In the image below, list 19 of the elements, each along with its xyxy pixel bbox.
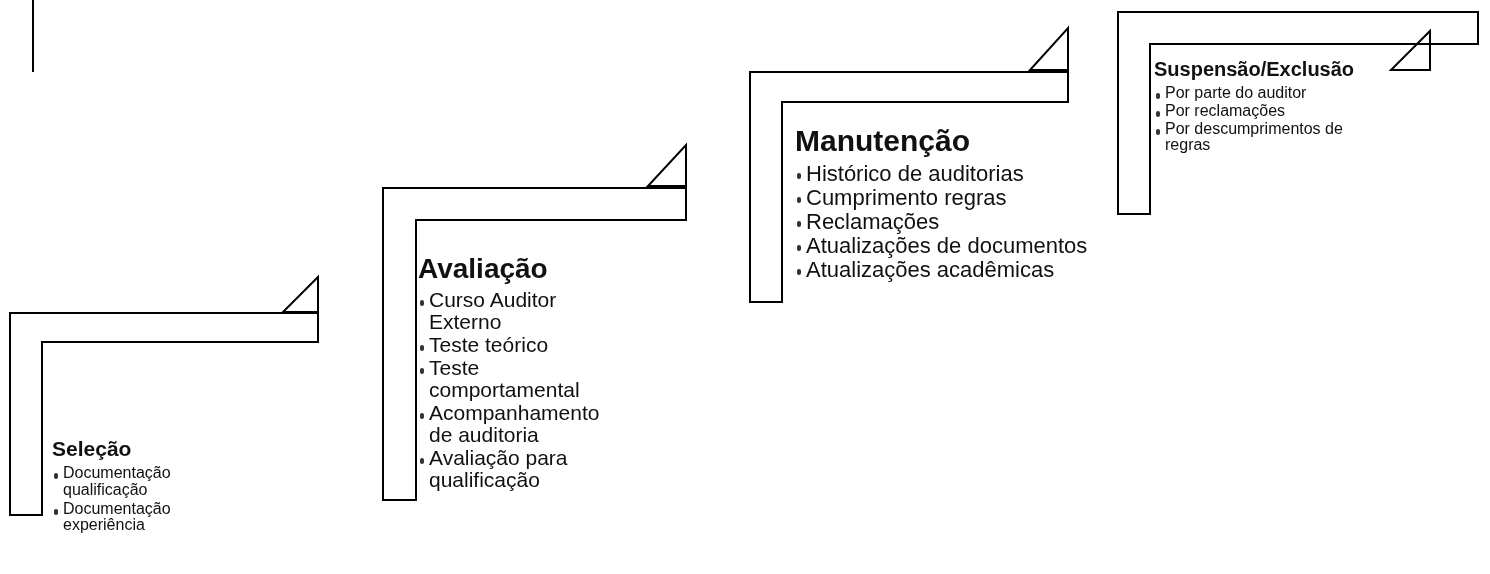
bullet-item: Teste teórico <box>418 334 623 357</box>
bullet-item: Reclamações <box>795 210 1165 234</box>
bullet-item: Cumprimento regras <box>795 186 1165 210</box>
step-heading: Suspensão/Exclusão <box>1154 58 1354 81</box>
bullet-item: Por parte do auditor <box>1154 85 1354 102</box>
bullet-item: Documentação experiência <box>52 500 252 535</box>
bullet-item: Documentação qualificação <box>52 465 252 499</box>
bullet-item: Atualizações acadêmicas <box>795 258 1165 282</box>
step-heading: Avaliação <box>418 253 549 285</box>
bullet-item: Histórico de auditorias <box>795 162 1165 186</box>
bullet-item: Por reclamações <box>1154 102 1354 120</box>
bullet-item: Acompanhamento de auditoria <box>418 402 623 447</box>
bullet-item: Atualizações de documentos <box>795 234 1165 258</box>
bullet-item: Curso Auditor Externo <box>418 289 623 334</box>
step-heading: Manutenção <box>795 124 972 158</box>
bullet-item: Por descumprimentos de regras <box>1154 120 1354 155</box>
bullet-item: Avaliação para qualificação <box>418 447 623 492</box>
bullet-item: Teste comportamental <box>418 357 623 402</box>
step-heading: Seleção <box>52 437 133 461</box>
